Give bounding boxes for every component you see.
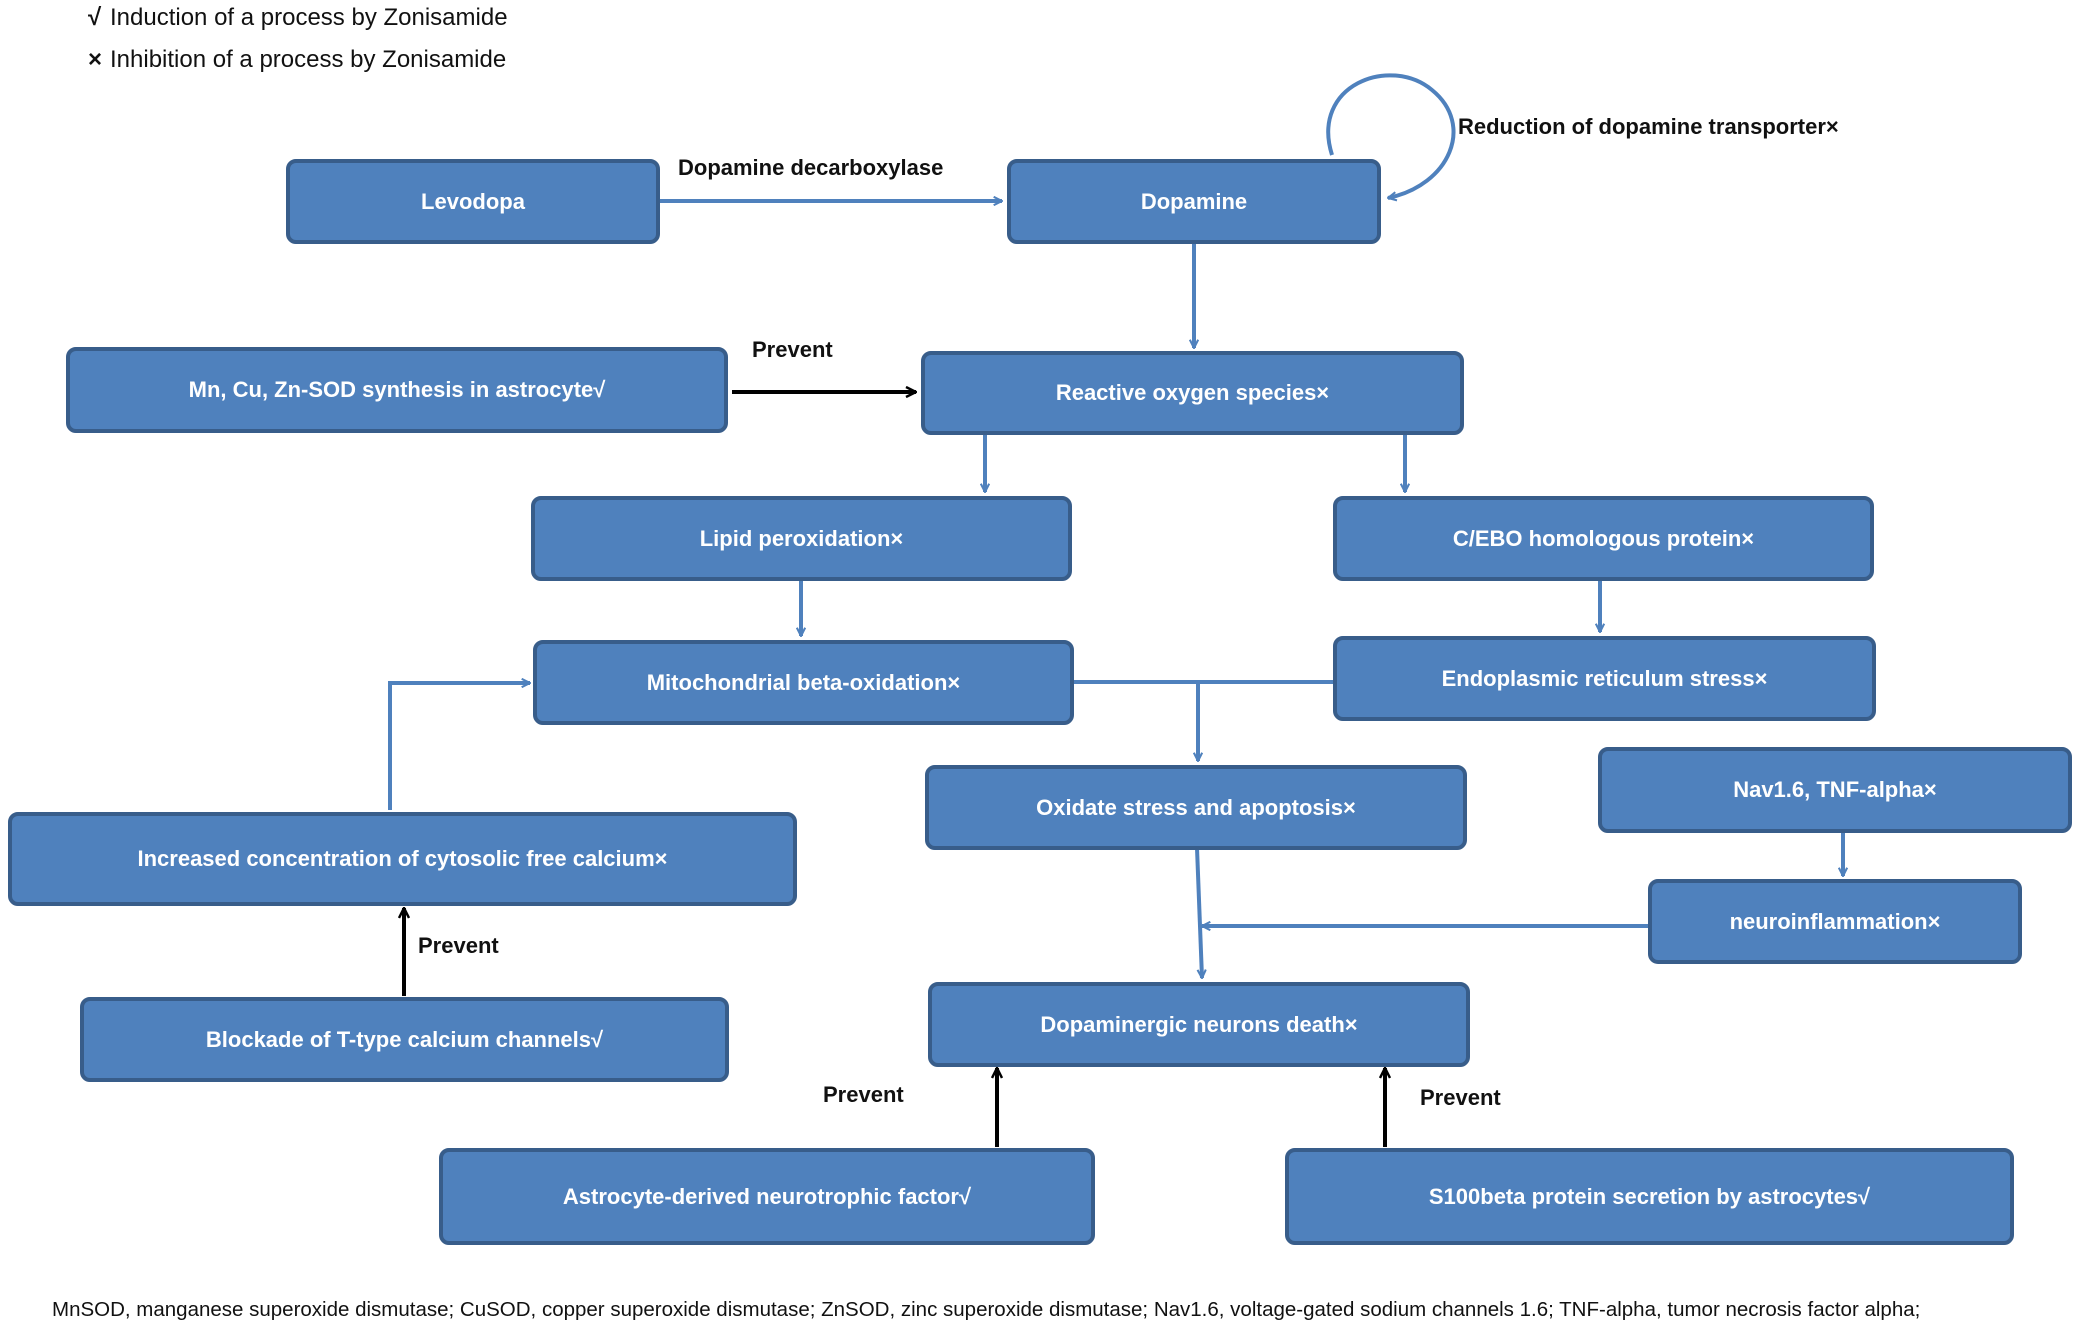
cross-icon: × xyxy=(88,46,103,73)
footer-abbreviations: MnSOD, manganese superoxide dismutase; C… xyxy=(52,1298,1921,1321)
node-er-stress: Endoplasmic reticulum stress× xyxy=(1333,636,1876,721)
node-neuroinflammation: neuroinflammation× xyxy=(1648,879,2022,964)
node-levodopa: Levodopa xyxy=(286,159,660,244)
node-s100beta-secretion: S100beta protein secretion by astrocytes… xyxy=(1285,1148,2014,1245)
edge-dopamine-self-loop xyxy=(1326,73,1456,198)
label-prevent-ttype: Prevent xyxy=(418,933,499,958)
label-dopamine-decarboxylase: Dopamine decarboxylase xyxy=(678,155,944,180)
node-astrocyte-neurotrophic-factor: Astrocyte-derived neurotrophic factor√ xyxy=(439,1148,1095,1245)
node-t-type-calcium-blockade: Blockade of T-type calcium channels√ xyxy=(80,997,729,1082)
label-prevent-s100: Prevent xyxy=(1420,1085,1501,1110)
node-chop: C/EBO homologous protein× xyxy=(1333,496,1874,581)
node-nav-tnf: Nav1.6, TNF-alpha× xyxy=(1598,747,2072,833)
node-sod-synthesis: Mn, Cu, Zn-SOD synthesis in astrocyte√ xyxy=(66,347,728,433)
label-prevent-adnf: Prevent xyxy=(823,1082,904,1107)
node-cytosolic-calcium: Increased concentration of cytosolic fre… xyxy=(8,812,797,906)
legend-inhibition-text: Inhibition of a process by Zonisamide xyxy=(110,46,507,73)
edge-oxidate-death xyxy=(1195,847,1202,978)
check-icon: √ xyxy=(88,4,102,31)
node-mitochondrial-beta-oxidation: Mitochondrial beta-oxidation× xyxy=(533,640,1074,725)
legend-induction-text: Induction of a process by Zonisamide xyxy=(110,4,508,31)
edge-calcium-mito xyxy=(388,683,530,810)
node-lipid-peroxidation: Lipid peroxidation× xyxy=(531,496,1072,581)
node-oxidate-stress-apoptosis: Oxidate stress and apoptosis× xyxy=(925,765,1467,850)
label-prevent-sod: Prevent xyxy=(752,337,833,362)
legend-inhibition: × Inhibition of a process by Zonisamide xyxy=(88,46,506,74)
node-reactive-oxygen-species: Reactive oxygen species× xyxy=(921,351,1464,435)
node-dopaminergic-neurons-death: Dopaminergic neurons death× xyxy=(928,982,1470,1067)
node-dopamine: Dopamine xyxy=(1007,159,1381,244)
legend-induction: √ Induction of a process by Zonisamide xyxy=(88,4,508,32)
label-transporter-reduction: Reduction of dopamine transporter× xyxy=(1458,114,1839,139)
